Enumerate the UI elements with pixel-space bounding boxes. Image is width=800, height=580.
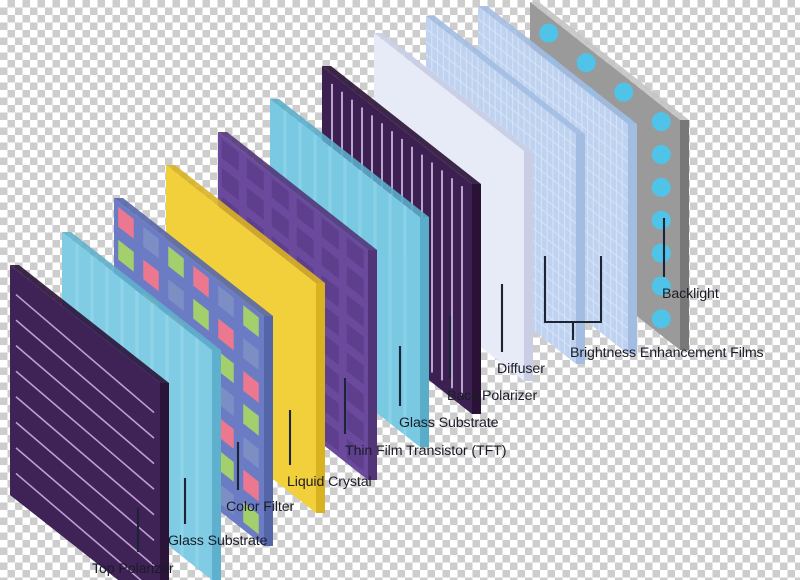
callout-top-polarizer: Top Polarizer bbox=[92, 561, 174, 577]
layer-top-polarizer bbox=[10, 265, 169, 580]
callout-tft: Thin Film Transistor (TFT) bbox=[345, 443, 507, 459]
callout-backlight: Backlight bbox=[662, 286, 719, 302]
callout-bef: Brightness Enhancement Films bbox=[570, 345, 764, 361]
leader-bracket-bef bbox=[543, 256, 603, 340]
callout-back-polarizer: Back Polarizer bbox=[447, 388, 538, 404]
callout-glass-back: Glass Substrate bbox=[399, 415, 499, 431]
callout-glass-front: Glass Substrate bbox=[168, 533, 268, 549]
callout-color-filter: Color Filter bbox=[226, 499, 295, 515]
callout-diffuser: Diffuser bbox=[497, 361, 545, 377]
leader-line-group bbox=[136, 218, 666, 552]
callout-liquid-crystal: Liquid Crystal bbox=[287, 474, 372, 490]
